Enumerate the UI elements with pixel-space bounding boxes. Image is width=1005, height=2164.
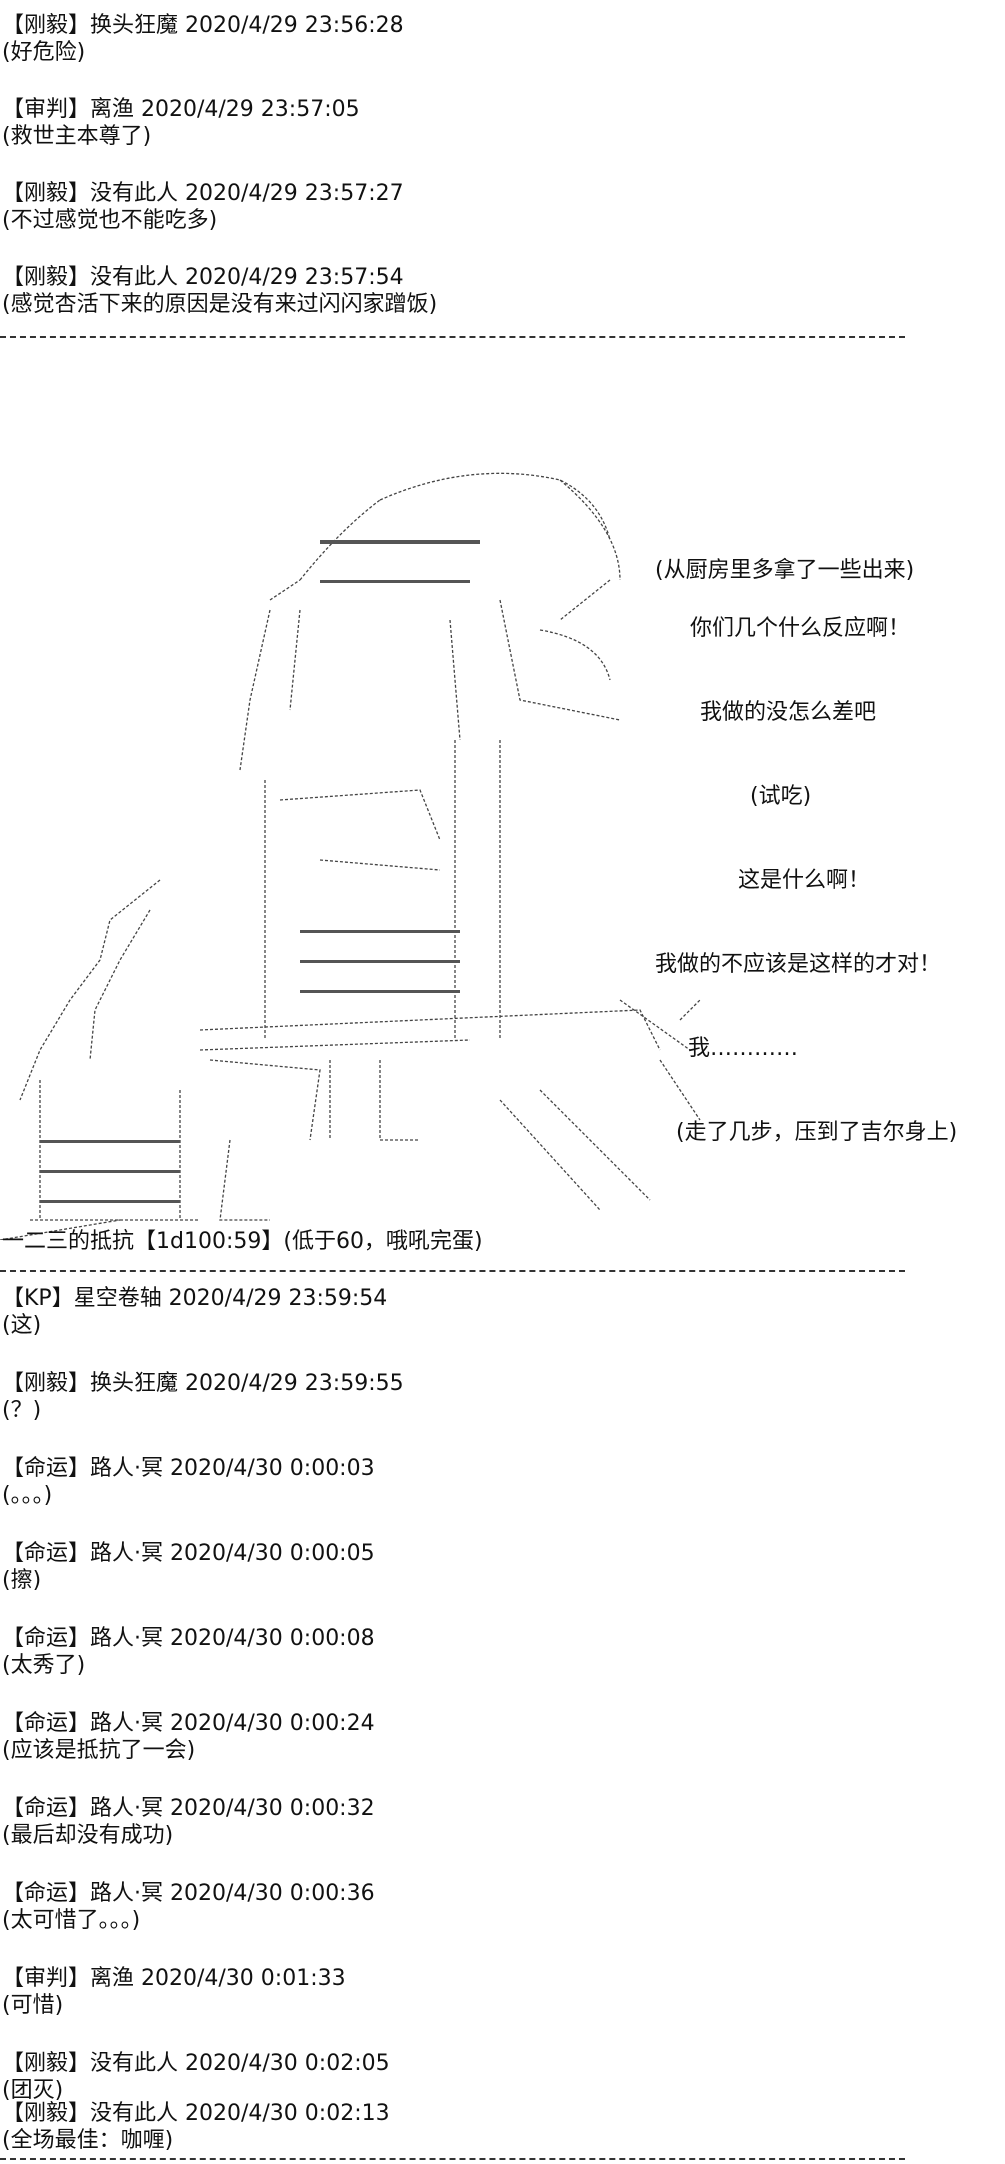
chat-message: 【命运】路人·冥 2020/4/30 0:00:32 (最后却没有成功) [2,1795,375,1849]
message-header: 【KP】星空卷轴 2020/4/29 23:59:54 [2,1286,388,1311]
message-body: (感觉杏活下来的原因是没有来过闪闪家蹭饭) [2,292,438,317]
chat-message: 【刚毅】没有此人 2020/4/30 0:02:13 (全场最佳：咖喱) [2,2100,390,2154]
chat-message: 【刚毅】没有此人 2020/4/29 23:57:27 (不过感觉也不能吃多) [2,180,404,234]
message-header: 【命运】路人·冥 2020/4/30 0:00:36 [2,1881,375,1906]
message-header: 【审判】离渔 2020/4/29 23:57:05 [2,97,360,122]
message-header: 【刚毅】没有此人 2020/4/30 0:02:05 [2,2051,390,2076]
chat-message: 【审判】离渔 2020/4/29 23:57:05 (救世主本尊了) [2,96,360,150]
dialogue-line: 我做的没怎么差吧 [700,700,877,725]
dice-roll-caption: 一二三的抵抗【1d100:59】(低于60，哦吼完蛋) [2,1229,483,1254]
message-body: (团灭) [2,2078,64,2103]
chat-message: 【命运】路人·冥 2020/4/30 0:00:08 (太秀了) [2,1625,375,1679]
message-header: 【命运】路人·冥 2020/4/30 0:00:32 [2,1796,375,1821]
message-body: (不过感觉也不能吃多) [2,208,218,233]
dialogue-line: 我做的不应该是这样的才对！ [655,952,942,977]
dialogue-line: 你们几个什么反应啊！ [690,616,911,641]
message-body: (？) [2,1398,42,1423]
message-body: (应该是抵抗了一会) [2,1738,196,1763]
chat-message: 【审判】离渔 2020/4/30 0:01:33 (可惜) [2,1965,346,2019]
separator-line [0,2158,905,2160]
chat-message: 【刚毅】换头狂魔 2020/4/29 23:56:28 (好危险) [2,12,404,66]
chat-message: 【命运】路人·冥 2020/4/30 0:00:36 (太可惜了。。。) [2,1880,375,1934]
dialogue-line: 我………… [688,1036,799,1061]
ascii-art-figure [0,472,701,1240]
dialogue-line: (试吃) [750,784,812,809]
chat-message: 【命运】路人·冥 2020/4/30 0:00:03 (。。。) [2,1455,375,1509]
message-body: (这) [2,1313,42,1338]
dialogue-line: (从厨房里多拿了一些出来) [655,558,915,583]
chat-message: 【刚毅】换头狂魔 2020/4/29 23:59:55 (？) [2,1370,404,1424]
message-body: (太秀了) [2,1653,86,1678]
message-header: 【刚毅】没有此人 2020/4/29 23:57:54 [2,265,404,290]
message-header: 【命运】路人·冥 2020/4/30 0:00:08 [2,1626,375,1651]
ascii-art-scene: (从厨房里多拿了一些出来) 你们几个什么反应啊！ 我做的没怎么差吧 (试吃) 这… [0,440,1005,1240]
dialogue-line: (走了几步，压到了吉尔身上) [676,1120,958,1145]
message-header: 【审判】离渔 2020/4/30 0:01:33 [2,1966,346,1991]
chat-message: 【刚毅】没有此人 2020/4/29 23:57:54 (感觉杏活下来的原因是没… [2,264,437,318]
message-body: (太可惜了。。。) [2,1908,141,1933]
separator-line [0,336,905,338]
chat-message: 【命运】路人·冥 2020/4/30 0:00:05 (擦) [2,1540,375,1594]
message-body: (最后却没有成功) [2,1823,174,1848]
message-body: (。。。) [2,1483,53,1508]
message-body: (擦) [2,1568,42,1593]
message-header: 【命运】路人·冥 2020/4/30 0:00:05 [2,1541,375,1566]
message-body: (全场最佳：咖喱) [2,2128,174,2153]
message-header: 【刚毅】换头狂魔 2020/4/29 23:56:28 [2,13,404,38]
message-header: 【命运】路人·冥 2020/4/30 0:00:03 [2,1456,375,1481]
chat-message: 【刚毅】没有此人 2020/4/30 0:02:05 (团灭) [2,2050,390,2104]
message-body: (救世主本尊了) [2,124,152,149]
separator-line [0,1270,905,1272]
dialogue-line: 这是什么啊！ [738,868,871,893]
message-header: 【命运】路人·冥 2020/4/30 0:00:24 [2,1711,375,1736]
chat-message: 【命运】路人·冥 2020/4/30 0:00:24 (应该是抵抗了一会) [2,1710,375,1764]
message-body: (可惜) [2,1993,64,2018]
message-header: 【刚毅】没有此人 2020/4/30 0:02:13 [2,2101,390,2126]
message-body: (好危险) [2,40,86,65]
message-header: 【刚毅】换头狂魔 2020/4/29 23:59:55 [2,1371,404,1396]
message-header: 【刚毅】没有此人 2020/4/29 23:57:27 [2,181,404,206]
chat-message: 【KP】星空卷轴 2020/4/29 23:59:54 (这) [2,1285,387,1339]
